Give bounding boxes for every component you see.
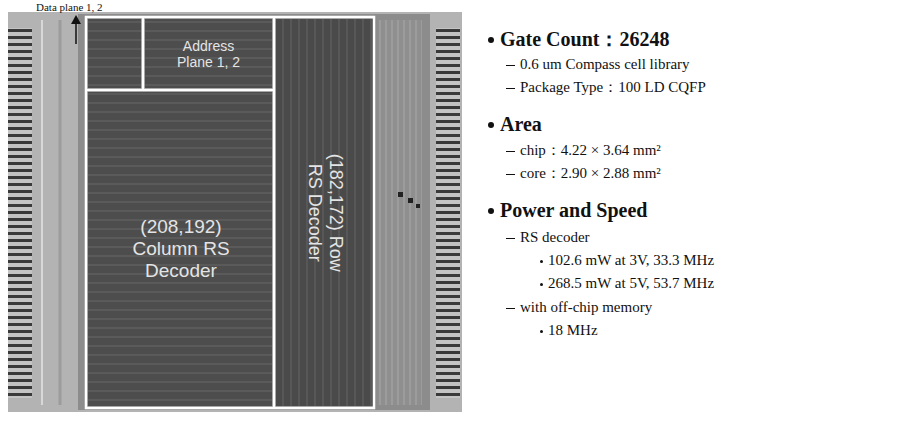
core-frame bbox=[86, 17, 374, 408]
spec-item: Package Type：100 LD CQFP bbox=[520, 79, 706, 96]
frame-line bbox=[142, 17, 145, 90]
leader-arrow bbox=[75, 22, 77, 44]
block-label: (208,192) Column RS Decoder bbox=[121, 216, 241, 282]
spec-item: RS decoder bbox=[520, 229, 590, 246]
list-bullet bbox=[488, 208, 494, 214]
pad-ring bbox=[41, 20, 43, 405]
via bbox=[398, 192, 403, 197]
frame-line bbox=[273, 17, 276, 408]
data-plane-block bbox=[88, 19, 141, 88]
list-bullet bbox=[488, 37, 494, 43]
list-bullet bbox=[540, 283, 543, 286]
spec-heading: Area bbox=[500, 113, 542, 135]
pad-ring bbox=[59, 20, 62, 405]
row-decoder-block bbox=[276, 19, 373, 406]
spec-heading: Gate Count：26248 bbox=[500, 28, 669, 50]
list-dash bbox=[506, 238, 515, 239]
pad-row bbox=[8, 28, 32, 398]
block-label: Address Plane 1, 2 bbox=[167, 38, 251, 70]
list-bullet bbox=[540, 260, 543, 263]
arrow-head bbox=[71, 15, 81, 24]
spec-heading: Power and Speed bbox=[500, 199, 647, 221]
column-decoder-block bbox=[88, 92, 272, 406]
pad-row bbox=[436, 28, 460, 398]
block-label: (182,172) Row RS Decoder bbox=[304, 153, 345, 273]
via bbox=[416, 204, 420, 208]
chip-block: (182,172) Row RS Decoder bbox=[276, 20, 373, 406]
list-dash bbox=[506, 174, 515, 175]
callout-label: Data plane 1, 2 bbox=[36, 1, 103, 13]
address-plane-block bbox=[145, 19, 272, 88]
via bbox=[408, 198, 413, 203]
list-dash bbox=[506, 65, 515, 66]
frame-line bbox=[86, 89, 274, 92]
list-dash bbox=[506, 308, 515, 309]
die bbox=[8, 12, 462, 412]
core bbox=[78, 14, 430, 410]
list-bullet bbox=[488, 122, 494, 128]
chip-block: Address Plane 1, 2 bbox=[145, 20, 272, 88]
spec-item: chip：4.22 × 3.64 mm² bbox=[520, 142, 661, 159]
list-bullet bbox=[540, 330, 543, 333]
spec-item: 102.6 mW at 3V, 33.3 MHz bbox=[548, 252, 714, 269]
spec-item: 0.6 um Compass cell library bbox=[520, 56, 690, 73]
spec-item: with off-chip memory bbox=[520, 299, 652, 316]
spec-item: 268.5 mW at 5V, 53.7 MHz bbox=[548, 275, 714, 292]
list-dash bbox=[506, 88, 515, 89]
spec-item: core：2.90 × 2.88 mm² bbox=[520, 165, 661, 182]
chip-block: (208,192) Column RS Decoder bbox=[90, 93, 272, 405]
spec-item: 18 MHz bbox=[548, 322, 598, 339]
list-dash bbox=[506, 151, 515, 152]
wiring bbox=[378, 20, 422, 405]
